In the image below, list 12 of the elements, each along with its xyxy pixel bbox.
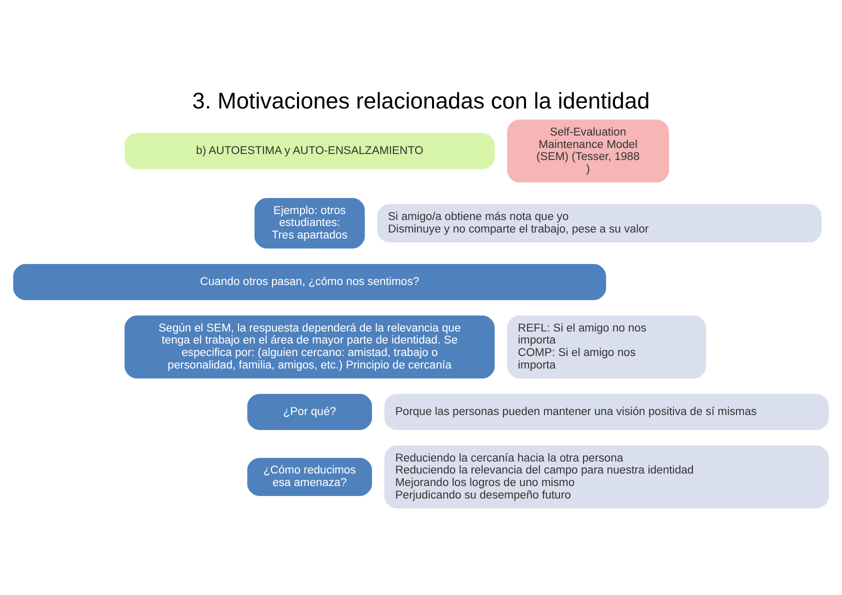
node-box: ¿Cómo reducimos esa amenaza? (246, 456, 374, 498)
node-box: b) AUTOESTIMA y AUTO-ENSALZAMIENTO (124, 132, 496, 170)
node-box: Si amigo/a obtiene más nota que yo Disminuye y no comparte el trabajo, pese a su valor (376, 203, 823, 244)
node-box: ¿Por qué? (246, 392, 374, 432)
node-box: Ejemplo: otros estudiantes: Tres apartados (253, 196, 366, 250)
node-box: REFL: Si el amigo no nos importa COMP: Si el amigo nos importa (506, 314, 708, 380)
node-box: Según el SEM, la respuesta dependerá de la relevancia que tenga el trabajo en el área de mayor parte de identidad. Se especifica por: (alguien cercano: amistad, trabajo o personalidad, familia, amigos, etc.) Principio de cercanía (124, 314, 496, 380)
node-box: Reduciendo la cercanía hacia la otra persona Reduciendo la relevancia del campo para nuestra identidad Mejorando los logros de uno mismo Perjudicando su desempeño futuro (383, 444, 830, 510)
diagram-title: 3. Motivaciones relacionadas con la identidad (192, 87, 650, 114)
node-box: Self-Evaluation Maintenance Model (SEM) (Tesser, 1988 ) (506, 118, 670, 184)
node-box: Porque las personas pueden mantener una visión positiva de sí mismas (383, 392, 830, 432)
node-box: Cuando otros pasan, ¿cómo nos sentimos? (12, 262, 608, 302)
